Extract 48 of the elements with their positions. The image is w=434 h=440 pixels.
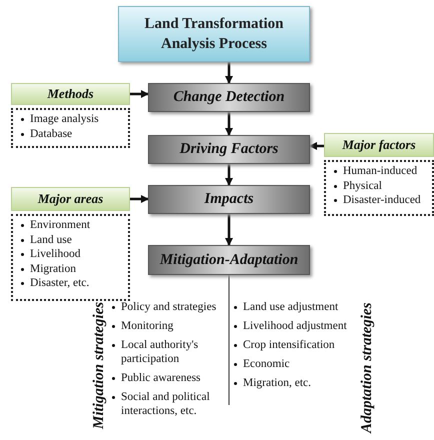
category-header — [11, 83, 130, 105]
bullet-item: Image analysis — [30, 112, 99, 126]
arrow — [225, 164, 233, 186]
arrow — [309, 142, 324, 150]
bullet-item: Policy and strategies — [121, 300, 216, 314]
node-label: Driving Factors — [180, 140, 278, 160]
bullet-item: Monitoring — [121, 319, 174, 333]
process-box — [148, 245, 310, 275]
process-box — [148, 135, 310, 164]
arrow — [225, 214, 233, 246]
bullet-item: Migration — [30, 262, 76, 276]
bullet-item: Land use — [30, 232, 72, 247]
bullet-item: Local authority's participation — [121, 338, 200, 366]
node-label: Land Transformation Analysis Process — [143, 15, 285, 54]
dotted-list-box — [11, 214, 130, 301]
node-label: Change Detection — [173, 88, 285, 108]
title-box — [118, 6, 310, 62]
process-box — [148, 185, 310, 214]
bullet-item: Disaster, etc. — [30, 276, 90, 290]
node-label: Methods — [47, 85, 94, 104]
node-label: Mitigation-Adaptation — [160, 250, 298, 270]
arrow — [130, 195, 149, 203]
bullet-item: Human-induced — [343, 164, 418, 178]
arrow — [130, 90, 149, 98]
bullet-item: Disaster-induced — [343, 193, 421, 208]
category-header — [324, 133, 434, 157]
bullet-item: Social and political interactions, etc. — [121, 390, 211, 418]
bullet-item: Environment — [30, 218, 90, 232]
bullet-item: Crop intensification — [243, 338, 335, 352]
node-label: Major factors — [342, 136, 416, 154]
dotted-list-box — [324, 160, 434, 216]
arrow — [225, 62, 233, 84]
process-box — [148, 83, 310, 112]
bullet-item: Livelihood adjustment — [243, 319, 347, 333]
dotted-list-box — [11, 108, 130, 148]
section-label: Mitigation strategies — [90, 300, 108, 432]
bullet-item: Economic — [243, 357, 290, 371]
node-label: Major areas — [38, 190, 104, 208]
bullet-item: Livelihood — [30, 247, 80, 262]
bullet-item: Public awareness — [121, 371, 201, 385]
bullet-item: Land use adjustment — [243, 300, 338, 314]
bullet-item: Migration, etc. — [243, 376, 312, 390]
section-label: Adaptation strategies — [358, 302, 376, 436]
arrow — [225, 112, 233, 136]
category-header — [11, 187, 130, 211]
node-label: Impacts — [204, 190, 254, 210]
bullet-item: Database — [30, 126, 72, 141]
bullet-item: Physical — [343, 178, 382, 193]
